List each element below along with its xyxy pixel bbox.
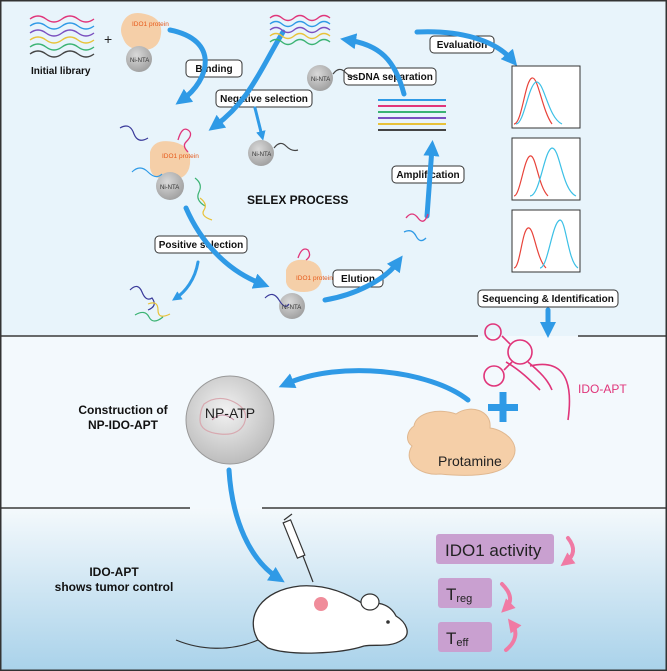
ido1-activity-label: IDO1 activity <box>445 541 542 560</box>
ssdna-separation-label: ssDNA separation <box>347 72 433 83</box>
arrow-to-bead <box>253 106 266 141</box>
ssdna-separation-pill: ssDNA separation <box>343 67 437 86</box>
tumor-control-line2: shows tumor control <box>55 580 174 594</box>
initial-library-label: Initial library <box>31 66 91 77</box>
syringe-icon <box>282 513 314 583</box>
construction-label-line1: Construction of <box>78 403 168 417</box>
binding-pill: Binding <box>185 59 243 78</box>
ido1-protein-eluted: IDO1 protein <box>296 275 333 282</box>
construction-arrows <box>226 368 471 583</box>
flow-panel-3 <box>511 209 581 273</box>
flow-panel-1 <box>511 65 581 129</box>
sequencing-pill: Sequencing & Identification <box>477 289 619 308</box>
teff-up-arrow <box>504 618 522 652</box>
treg-pill: Treg <box>438 578 492 608</box>
plus-icon <box>488 392 518 422</box>
eluted-complex <box>264 248 322 319</box>
negative-selection-pill: Negative selection <box>215 89 313 108</box>
treg-label: Treg <box>446 585 472 605</box>
arrow-evaluation <box>414 29 518 67</box>
teff-pill: Teff <box>438 622 492 652</box>
arrow-to-mouse <box>226 467 285 583</box>
bound-complex <box>119 125 213 221</box>
tumor-control-line1: IDO-APT <box>89 565 139 579</box>
protamine-label: Protamine <box>438 453 502 469</box>
arrow-binding <box>167 27 208 105</box>
arrow-negative-selection <box>208 29 286 131</box>
arrow-amplification <box>423 140 440 219</box>
positive-selection-label: Positive selection <box>159 240 243 251</box>
sequencing-label: Sequencing & Identification <box>482 294 614 305</box>
ni-nta-label-eluted: Ni-NTA <box>282 305 301 311</box>
arrow-ssdna-separation <box>340 33 407 97</box>
ido-apt-structure <box>483 323 571 421</box>
ni-nta-bead-upper <box>307 65 356 91</box>
ni-nta-label-upper: Ni-NTA <box>311 77 330 83</box>
panel-construction <box>0 336 667 508</box>
ido1-protein-bound: IDO1 protein <box>162 153 199 160</box>
flow-panel-2 <box>511 137 581 201</box>
treg-down-arrow <box>500 582 516 613</box>
np-atp-label: NP-ATP <box>205 405 255 421</box>
selex-process-title: SELEX PROCESS <box>247 193 348 207</box>
evaluation-label: Evaluation <box>437 40 488 51</box>
amplified-dna-stack <box>378 99 446 131</box>
ni-nta-label-lower: Ni-NTA <box>252 152 271 158</box>
washed-strands <box>129 285 171 322</box>
selected-library-strands <box>269 14 331 46</box>
initial-library-strands <box>29 15 95 58</box>
mouse-icon <box>175 585 408 654</box>
protamine-blob <box>407 408 516 476</box>
plus-sign: + <box>104 31 112 47</box>
eluted-aptamers <box>403 213 429 242</box>
ni-nta-label-bound: Ni-NTA <box>160 185 179 191</box>
arrow-construction <box>278 368 471 403</box>
arrow-elution <box>322 255 403 303</box>
arrow-wash <box>172 260 200 301</box>
ido1-down-arrow <box>560 536 576 567</box>
selex-arrows <box>167 27 557 339</box>
negative-selection-label: Negative selection <box>220 94 308 105</box>
ido-apt-label: IDO-APT <box>578 382 627 396</box>
construction-label-line2: NP-IDO-APT <box>88 418 159 432</box>
elution-label: Elution <box>341 274 375 285</box>
ni-nta-label-start: Ni-NTA <box>130 58 149 64</box>
nanoparticle <box>185 375 275 465</box>
arrow-positive-selection <box>183 205 270 289</box>
ni-nta-bead-lower <box>248 140 299 166</box>
ido1-start-complex <box>121 13 162 72</box>
binding-label: Binding <box>195 64 232 75</box>
ido1-activity-pill: IDO1 activity <box>436 534 554 564</box>
teff-label: Teff <box>446 629 469 649</box>
ido1-protein-label: IDO1 protein <box>132 21 169 28</box>
trend-arrows <box>500 536 576 652</box>
